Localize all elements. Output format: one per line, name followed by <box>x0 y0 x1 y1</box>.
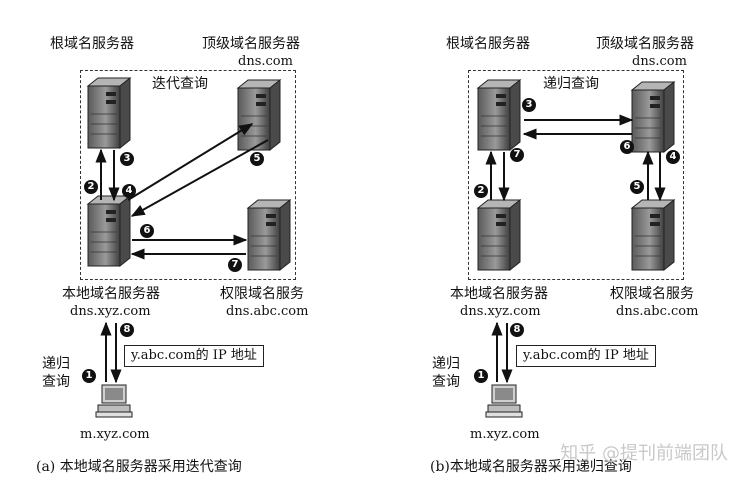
left-client-host: m.xyz.com <box>80 427 150 442</box>
left-mode-label: 迭代查询 <box>152 76 208 92</box>
left-local-server-label: 本地域名服务器 <box>62 286 160 302</box>
left-step-8: 8 <box>120 323 134 337</box>
right-step-6: 6 <box>620 140 634 154</box>
right-local-host: dns.xyz.com <box>460 304 541 319</box>
right-local-server-label: 本地域名服务器 <box>450 286 548 302</box>
right-step-8: 8 <box>510 323 524 337</box>
left-client-computer-icon <box>95 384 133 418</box>
left-tld-server-label: 顶级域名服务器 <box>202 36 300 52</box>
left-step-6: 6 <box>140 224 154 238</box>
right-tld-host: dns.com <box>632 54 687 69</box>
left-client-mode-label-1: 递归 <box>42 356 70 372</box>
right-step-5: 5 <box>630 180 644 194</box>
right-client-mode-label-2: 查询 <box>432 374 460 390</box>
left-caption: (a) 本地域名服务器采用迭代查询 <box>36 459 242 475</box>
right-auth-host: dns.abc.com <box>616 304 699 319</box>
right-client-host: m.xyz.com <box>470 427 540 442</box>
right-step-1: 1 <box>474 369 488 383</box>
watermark: 知乎 @提刊前端团队 <box>560 443 728 464</box>
left-tld-host: dns.com <box>238 54 293 69</box>
right-client-computer-icon <box>485 384 523 418</box>
left-step-3: 3 <box>120 152 134 166</box>
left-client-mode-label-2: 查询 <box>42 374 70 390</box>
left-query-region <box>80 70 296 280</box>
left-ip-address-box: y.abc.com的 IP 地址 <box>124 345 264 367</box>
left-auth-host: dns.abc.com <box>226 304 309 319</box>
right-auth-server-label: 权限域名服务 <box>610 286 694 302</box>
left-step-4: 4 <box>122 184 136 198</box>
right-client-mode-label-1: 递归 <box>432 356 460 372</box>
right-step-2: 2 <box>474 184 488 198</box>
left-step-7: 7 <box>228 258 242 272</box>
left-local-host: dns.xyz.com <box>70 304 151 319</box>
left-root-server-label: 根域名服务器 <box>50 36 134 52</box>
right-step-3: 3 <box>522 98 536 112</box>
right-caption: (b)本地域名服务器采用递归查询 <box>430 459 632 475</box>
left-step-2: 2 <box>84 180 98 194</box>
right-mode-label: 递归查询 <box>543 76 599 92</box>
right-step-4: 4 <box>666 150 680 164</box>
right-query-region <box>468 70 684 280</box>
right-root-server-label: 根域名服务器 <box>446 36 530 52</box>
right-step-7: 7 <box>510 148 524 162</box>
left-step-5: 5 <box>250 152 264 166</box>
right-ip-address-box: y.abc.com的 IP 地址 <box>516 345 656 367</box>
right-tld-server-label: 顶级域名服务器 <box>596 36 694 52</box>
left-step-1: 1 <box>82 369 96 383</box>
left-auth-server-label: 权限域名服务 <box>220 286 304 302</box>
